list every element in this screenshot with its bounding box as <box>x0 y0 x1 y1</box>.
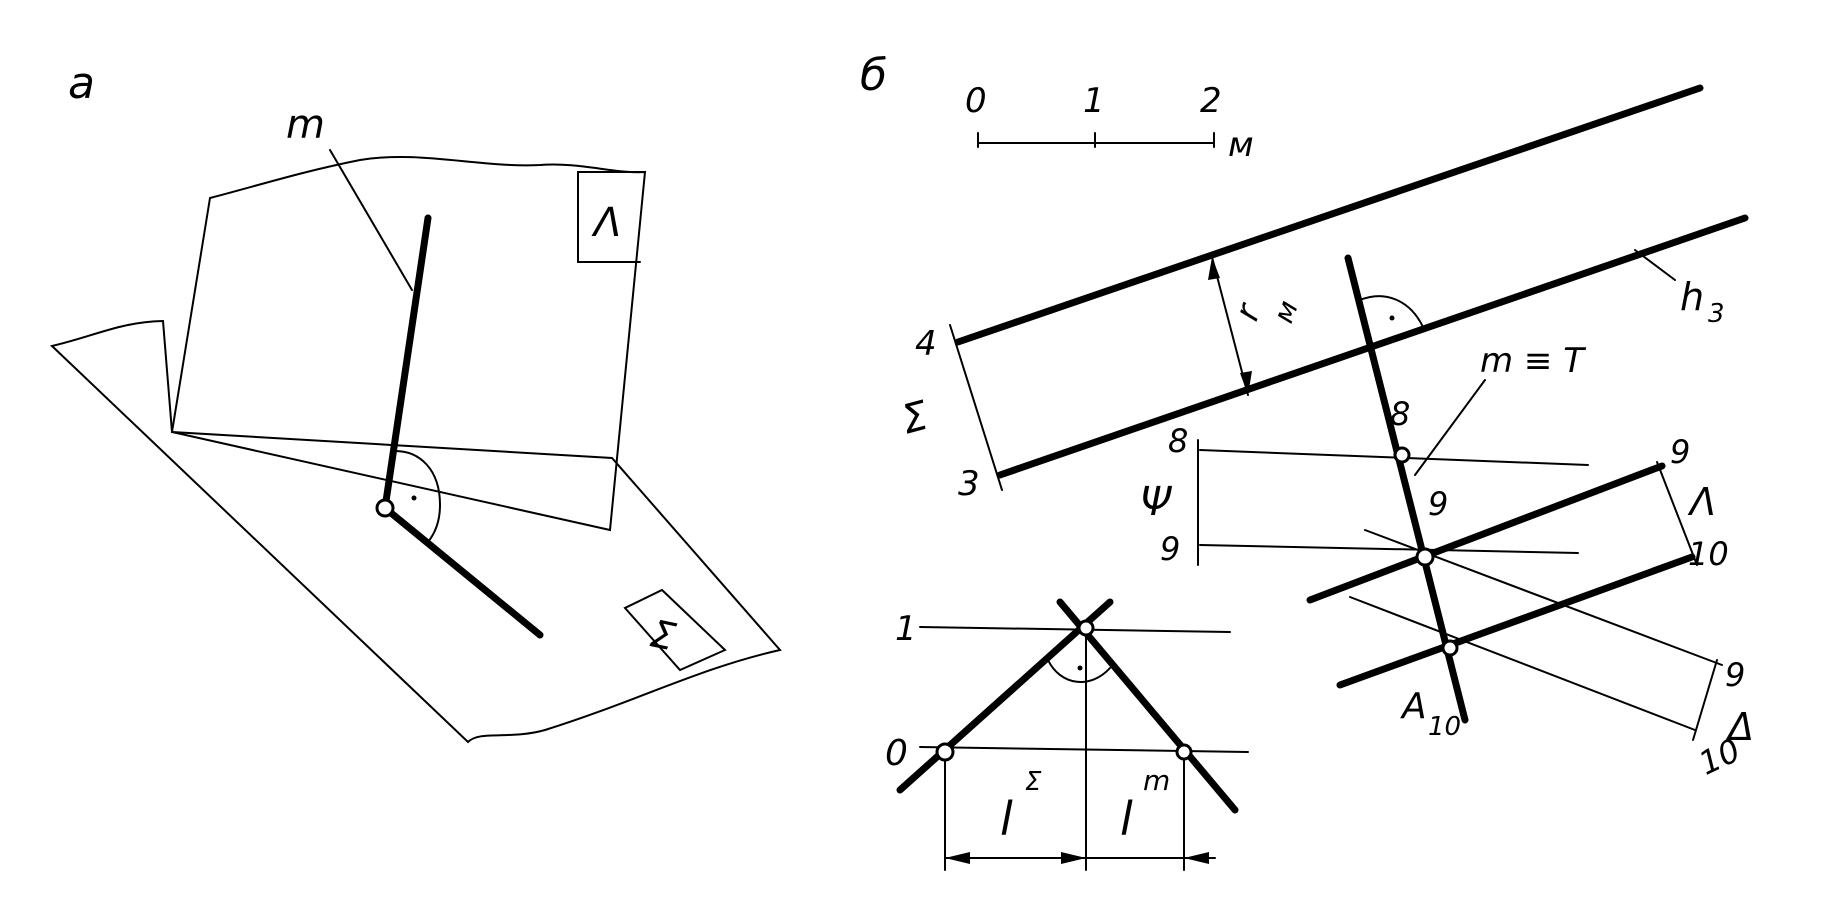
sigma-label-box <box>623 588 727 672</box>
h3-label: h <box>1680 275 1704 319</box>
interval-point-right <box>1175 743 1193 761</box>
lambda-level-10 <box>1336 553 1696 689</box>
interval-arrow-1 <box>945 852 970 864</box>
psi-level-8-label: 8 <box>1168 422 1188 460</box>
scale-tick-2: 2 <box>1200 81 1222 121</box>
point-m-foot <box>375 498 395 518</box>
m-equiv-t-leader <box>1414 379 1486 476</box>
scale-unit: м <box>1228 125 1254 165</box>
delta-level-10 <box>1349 596 1696 731</box>
scale-tick-1: 1 <box>1083 81 1105 121</box>
panel-b: б 0 1 2 м 4 3 Σ r м h 3 <box>860 50 1754 783</box>
plane-sigma-sheet <box>49 319 782 744</box>
interval-level-0-label: 0 <box>885 733 908 774</box>
sigma-level-4-label: 4 <box>915 324 937 364</box>
delta-level-9-label: 9 <box>1725 656 1745 694</box>
interval-line-m <box>1056 598 1239 814</box>
right-angle-dot-a <box>411 495 417 501</box>
distance-label: r <box>1227 297 1270 326</box>
sigma-level-3-label: 3 <box>958 464 980 504</box>
interval-arrow-3 <box>1184 852 1209 864</box>
panel-a-label: а <box>68 58 95 109</box>
lambda-plane-label: Λ <box>1687 480 1716 524</box>
distance-dimension-line <box>1211 256 1249 396</box>
lambda-level-9-label: 9 <box>1670 433 1690 471</box>
right-angle-arc-b <box>1359 295 1424 328</box>
point-a-label: A <box>1400 686 1427 727</box>
scale-bar: 0 1 2 м <box>965 81 1254 165</box>
interval-diagram: 1 0 l Σ l m <box>885 598 1249 871</box>
l-sigma-sup: Σ <box>1025 767 1042 797</box>
distance-arrow-bottom <box>1240 371 1252 395</box>
point-8 <box>1393 446 1411 464</box>
h3-leader <box>1634 249 1676 281</box>
delta-bracket <box>1692 659 1718 741</box>
plane-lambda-label: Λ <box>591 200 621 246</box>
distance-arrow-top <box>1208 257 1220 280</box>
m-equiv-t-label: m ≡ T <box>1480 341 1586 381</box>
interval-right-angle-arc <box>1047 659 1111 683</box>
interval-line-sigma <box>896 598 1114 794</box>
point-a10 <box>1441 639 1459 657</box>
panel-b-label: б <box>860 50 887 101</box>
interval-level-1-label: 1 <box>895 609 917 649</box>
plane-sigma-label: Σ <box>646 611 679 659</box>
sigma-bracket <box>949 324 1003 491</box>
psi-plane-label: Ψ <box>1140 479 1173 525</box>
lambda-level-9 <box>1306 462 1666 604</box>
h3-label-sub: 3 <box>1708 299 1725 329</box>
line-m-label: m <box>286 102 325 148</box>
panel-a: а Λ Σ m <box>49 58 782 744</box>
line-m-lower <box>381 504 544 639</box>
delta-plane-label: Δ <box>1725 705 1754 749</box>
lambda-bracket <box>1656 461 1698 566</box>
sigma-level-4 <box>954 84 1704 346</box>
point-8-label: 8 <box>1390 395 1410 433</box>
l-m-sup: m <box>1143 764 1170 797</box>
l-sigma-label: l <box>1000 792 1013 846</box>
interval-point-left <box>935 742 955 762</box>
scale-tick-0: 0 <box>965 81 987 121</box>
interval-level-0 <box>919 746 1249 753</box>
right-angle-dot-b <box>1389 315 1395 321</box>
point-9-label: 9 <box>1428 485 1448 523</box>
point-9 <box>1415 547 1435 567</box>
l-m-label: l <box>1120 792 1133 846</box>
interval-point-top <box>1077 619 1095 637</box>
lambda-level-10-label: 10 <box>1688 535 1729 573</box>
interval-right-angle-dot <box>1077 665 1083 671</box>
lambda-label-box <box>577 171 646 263</box>
psi-level-9-label: 9 <box>1160 530 1180 568</box>
right-angle-arc-a <box>392 449 442 543</box>
psi-level-9 <box>1199 544 1579 554</box>
distance-label-sub: м <box>1267 296 1305 327</box>
sigma-plane-label: Σ <box>897 393 934 444</box>
interval-arrow-2 <box>1061 852 1086 864</box>
line-m-upper <box>381 214 432 512</box>
line-m-leader <box>329 149 413 291</box>
point-a-label-sub: 10 <box>1428 712 1461 742</box>
plane-lambda-sheet <box>170 155 647 532</box>
